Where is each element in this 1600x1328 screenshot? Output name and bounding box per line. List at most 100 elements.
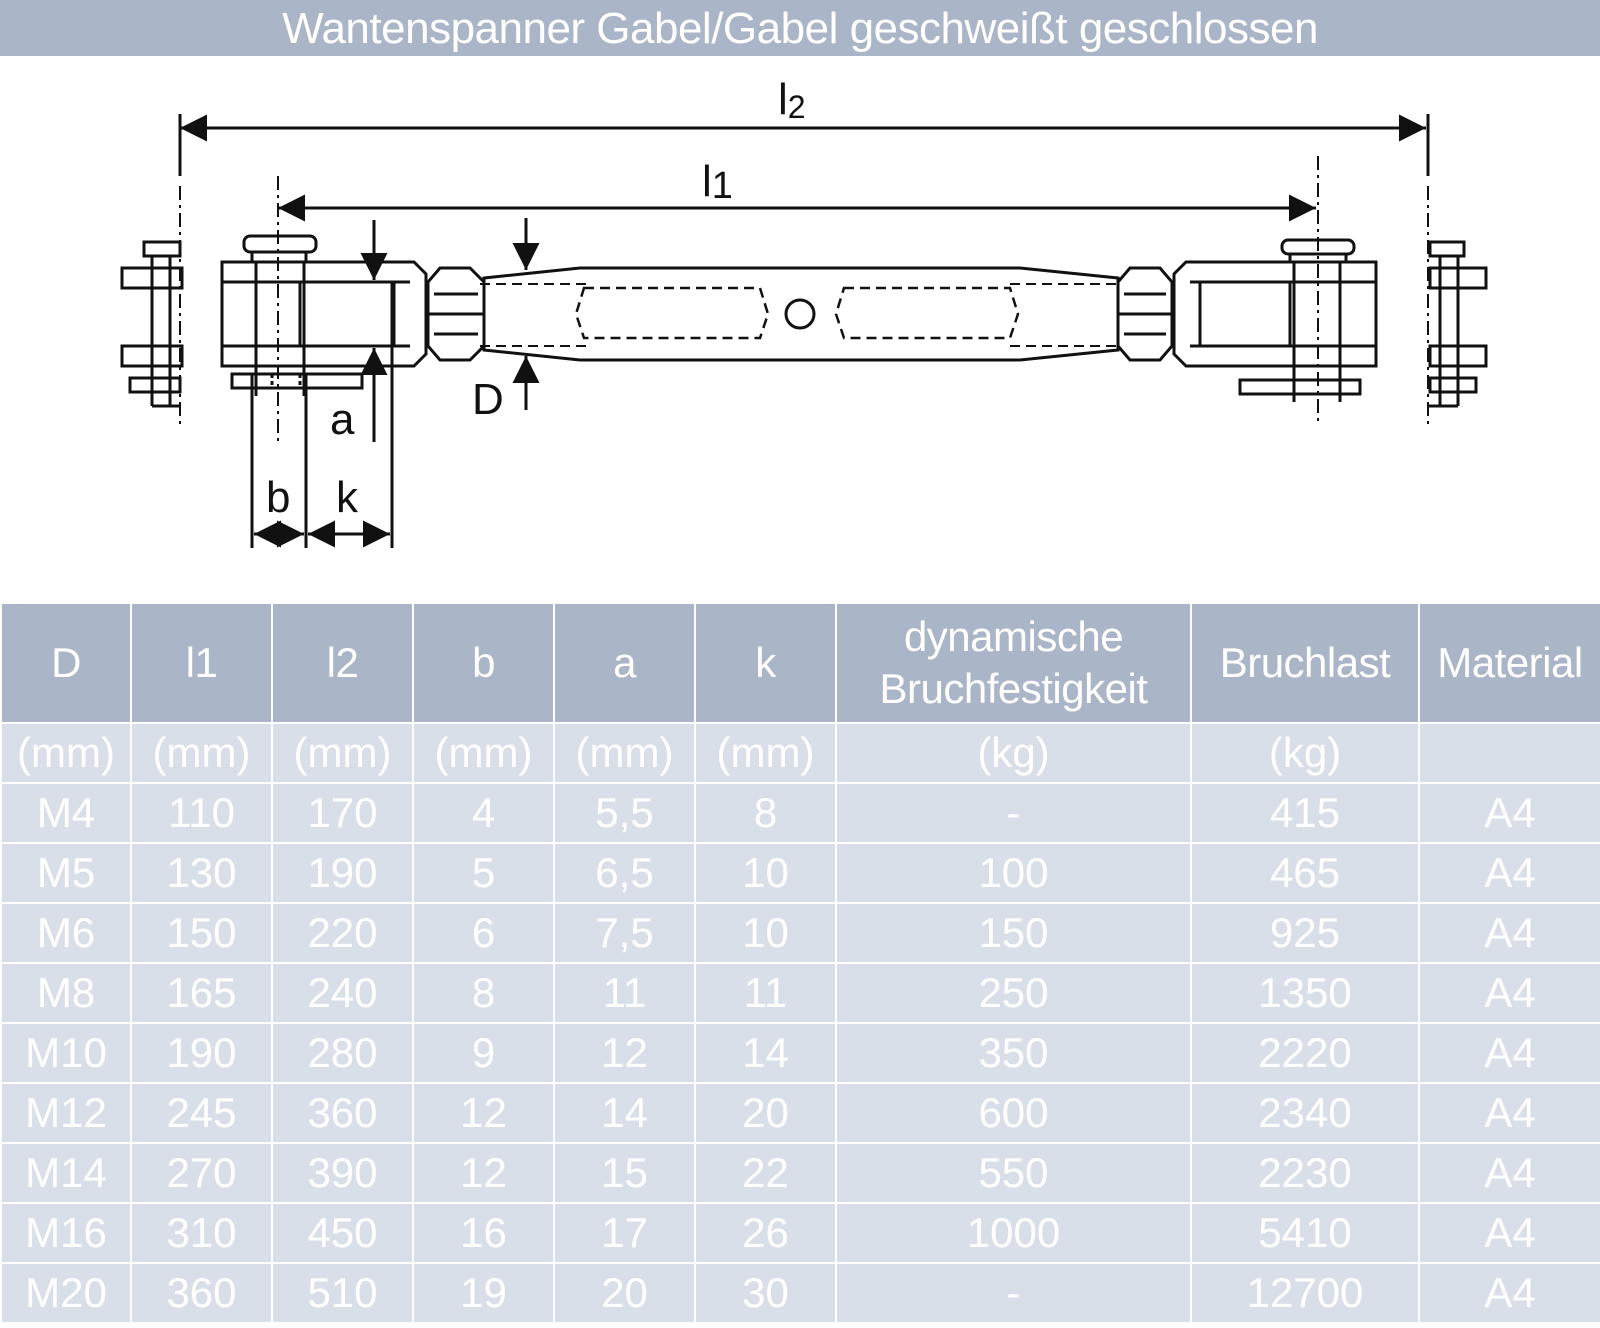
table-cell: M20 <box>0 1262 132 1324</box>
table-cell: 8 <box>694 782 837 844</box>
table-cell: 170 <box>271 782 414 844</box>
table-cell: 7,5 <box>553 902 696 964</box>
l2-label: l2 <box>778 75 806 125</box>
table-cell: A4 <box>1418 1022 1600 1084</box>
table-cell: 245 <box>130 1082 273 1144</box>
table-cell: 1350 <box>1190 962 1420 1024</box>
table-cell: 360 <box>130 1262 273 1324</box>
b-label: b <box>266 473 290 522</box>
table-cell: 12700 <box>1190 1262 1420 1324</box>
table-cell: A4 <box>1418 1142 1600 1204</box>
unit-cell: (kg) <box>1190 722 1420 784</box>
unit-cell: (mm) <box>412 722 555 784</box>
table-cell: 2230 <box>1190 1142 1420 1204</box>
table-cell: A4 <box>1418 902 1600 964</box>
header-cell: k <box>694 602 837 724</box>
k-label: k <box>336 473 359 522</box>
table-cell: 15 <box>553 1142 696 1204</box>
table-cell: 22 <box>694 1142 837 1204</box>
table-cell: 280 <box>271 1022 414 1084</box>
D-label: D <box>472 375 504 424</box>
table-cell: M4 <box>0 782 132 844</box>
table-cell: 415 <box>1190 782 1420 844</box>
table-cell: 450 <box>271 1202 414 1264</box>
table-cell: 190 <box>130 1022 273 1084</box>
table-cell: - <box>835 782 1192 844</box>
page-title: Wantenspanner Gabel/Gabel geschweißt ges… <box>0 0 1600 56</box>
table-cell: 2220 <box>1190 1022 1420 1084</box>
header-cell: Bruchlast <box>1190 602 1420 724</box>
table-cell: M12 <box>0 1082 132 1144</box>
table-cell: 465 <box>1190 842 1420 904</box>
table-cell: M5 <box>0 842 132 904</box>
table-cell: A4 <box>1418 1082 1600 1144</box>
table-cell: 16 <box>412 1202 555 1264</box>
unit-cell: (mm) <box>553 722 696 784</box>
l1-label: l1 <box>702 157 733 207</box>
table-cell: 2340 <box>1190 1082 1420 1144</box>
header-cell: D <box>0 602 132 724</box>
header-cell: a <box>553 602 696 724</box>
table-cell: 5,5 <box>553 782 696 844</box>
turnbuckle-diagram: l2 l1 D a b k <box>0 56 1600 600</box>
table-cell: M10 <box>0 1022 132 1084</box>
table-cell: 12 <box>412 1082 555 1144</box>
header-dyn-line2: Bruchfestigkeit <box>879 665 1148 712</box>
table-cell: 550 <box>835 1142 1192 1204</box>
table-cell: 250 <box>835 962 1192 1024</box>
table-cell: A4 <box>1418 962 1600 1024</box>
table-cell: 17 <box>553 1202 696 1264</box>
table-cell: 5 <box>412 842 555 904</box>
table-cell: M16 <box>0 1202 132 1264</box>
table-cell: 150 <box>835 902 1192 964</box>
table-cell: 925 <box>1190 902 1420 964</box>
header-cell: l1 <box>130 602 273 724</box>
unit-cell: (mm) <box>694 722 837 784</box>
table-cell: 150 <box>130 902 273 964</box>
table-cell: A4 <box>1418 1262 1600 1324</box>
table-cell: 12 <box>412 1142 555 1204</box>
unit-cell: (kg) <box>835 722 1192 784</box>
table-cell: 600 <box>835 1082 1192 1144</box>
table-cell: 20 <box>553 1262 696 1324</box>
table-cell: 10 <box>694 842 837 904</box>
table-cell: 4 <box>412 782 555 844</box>
unit-cell <box>1418 722 1600 784</box>
table-cell: 9 <box>412 1022 555 1084</box>
table-cell: - <box>835 1262 1192 1324</box>
a-label: a <box>330 395 355 444</box>
table-cell: 14 <box>694 1022 837 1084</box>
table-cell: 19 <box>412 1262 555 1324</box>
table-cell: 8 <box>412 962 555 1024</box>
table-cell: 6 <box>412 902 555 964</box>
table-cell: M14 <box>0 1142 132 1204</box>
table-cell: 240 <box>271 962 414 1024</box>
table-cell: 26 <box>694 1202 837 1264</box>
table-cell: 220 <box>271 902 414 964</box>
table-cell: 130 <box>130 842 273 904</box>
unit-cell: (mm) <box>0 722 132 784</box>
table-cell: 350 <box>835 1022 1192 1084</box>
table-cell: 360 <box>271 1082 414 1144</box>
table-cell: 165 <box>130 962 273 1024</box>
header-dyn-line1: dynamische <box>903 613 1124 660</box>
table-cell: 510 <box>271 1262 414 1324</box>
header-cell: l2 <box>271 602 414 724</box>
table-cell: A4 <box>1418 782 1600 844</box>
unit-cell: (mm) <box>271 722 414 784</box>
table-cell: M8 <box>0 962 132 1024</box>
table-cell: M6 <box>0 902 132 964</box>
table-cell: 20 <box>694 1082 837 1144</box>
table-cell: A4 <box>1418 842 1600 904</box>
table-cell: 110 <box>130 782 273 844</box>
